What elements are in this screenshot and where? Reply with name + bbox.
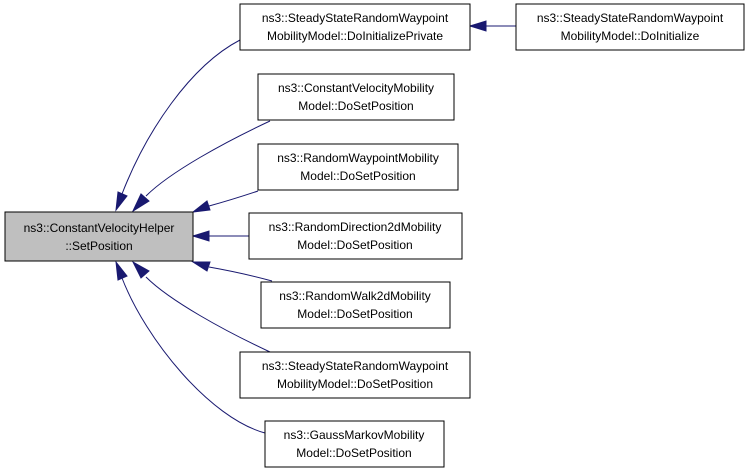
node-caller-3-line1: ns3::RandomWaypointMobility [277, 151, 439, 165]
arrow-caller-3 [191, 200, 211, 213]
node-caller-7-line2: Model::DoSetPosition [296, 446, 411, 460]
arrow-caller-5 [191, 261, 211, 272]
node-caller-4[interactable]: ns3::RandomDirection2dMobility Model::Do… [248, 212, 463, 260]
node-caller-7[interactable]: ns3::GaussMarkovMobility Model::DoSetPos… [264, 420, 445, 468]
node-caller-5[interactable]: ns3::RandomWalk2dMobility Model::DoSetPo… [260, 281, 451, 329]
arrow-caller-6 [131, 260, 150, 279]
edge-caller-3 [208, 190, 259, 207]
node-second-level-line1: ns3::SteadyStateRandomWaypoint [537, 11, 724, 25]
node-second-level-line2: MobilityModel::DoInitialize [561, 29, 700, 43]
arrow-caller-2 [131, 193, 150, 213]
edge-caller-5 [208, 266, 273, 282]
node-focus-line2: ::SetPosition [65, 239, 132, 253]
node-caller-1-line1: ns3::SteadyStateRandomWaypoint [262, 11, 449, 25]
node-caller-1[interactable]: ns3::SteadyStateRandomWaypoint MobilityM… [239, 3, 471, 51]
node-focus-line1: ns3::ConstantVelocityHelper [24, 221, 175, 235]
node-caller-4-line2: Model::DoSetPosition [297, 238, 412, 252]
node-caller-1-line2: MobilityModel::DoInitializePrivate [267, 29, 443, 43]
node-caller-3-line2: Model::DoSetPosition [300, 169, 415, 183]
node-second-level[interactable]: ns3::SteadyStateRandomWaypoint MobilityM… [515, 3, 745, 51]
node-caller-2[interactable]: ns3::ConstantVelocityMobility Model::DoS… [257, 73, 455, 121]
node-caller-2-line2: Model::DoSetPosition [298, 99, 413, 113]
edges [115, 20, 516, 434]
arrow-second-level [468, 20, 487, 32]
edge-caller-2 [145, 120, 271, 197]
node-caller-4-line1: ns3::RandomDirection2dMobility [269, 220, 442, 234]
arrow-caller-7 [115, 260, 128, 281]
node-focus[interactable]: ns3::ConstantVelocityHelper ::SetPositio… [4, 211, 194, 262]
node-caller-6-line2: MobilityModel::DoSetPosition [277, 377, 433, 391]
node-caller-6-line1: ns3::SteadyStateRandomWaypoint [262, 359, 449, 373]
edge-caller-6 [145, 276, 271, 353]
node-caller-3[interactable]: ns3::RandomWaypointMobility Model::DoSet… [257, 143, 459, 191]
edge-caller-7 [121, 277, 266, 434]
node-caller-5-line1: ns3::RandomWalk2dMobility [279, 289, 431, 303]
node-caller-5-line2: Model::DoSetPosition [297, 307, 412, 321]
node-caller-2-line1: ns3::ConstantVelocityMobility [278, 81, 434, 95]
edge-caller-1 [121, 39, 241, 195]
arrow-caller-1 [115, 191, 128, 212]
node-caller-7-line1: ns3::GaussMarkovMobility [284, 428, 425, 442]
node-caller-6[interactable]: ns3::SteadyStateRandomWaypoint MobilityM… [239, 351, 471, 399]
arrow-caller-4 [191, 230, 210, 242]
